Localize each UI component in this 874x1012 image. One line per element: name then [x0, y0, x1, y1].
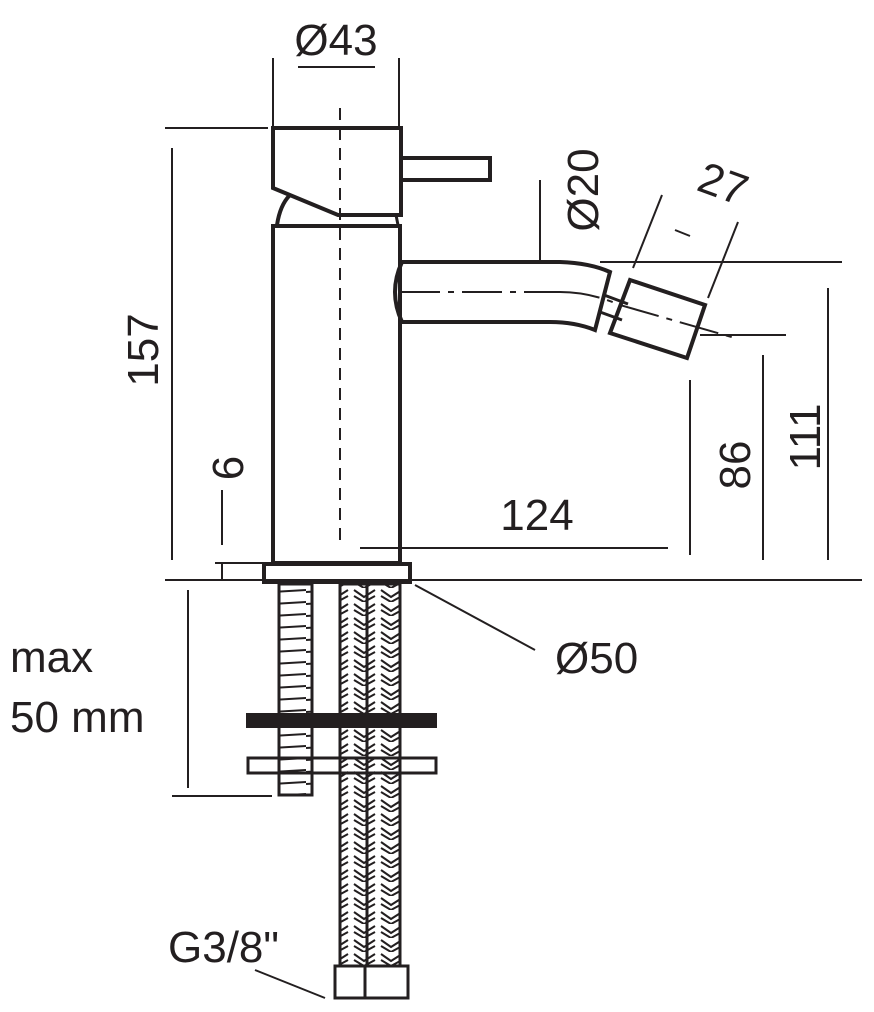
dimension-max-thickness: max 50 mm — [10, 590, 272, 797]
max-thickness-line1: max — [10, 633, 93, 682]
dimension-base-height: 6 — [204, 456, 262, 580]
dimension-spout-height: 111 — [781, 288, 830, 560]
dimension-connection-thread: G3/8" — [168, 923, 326, 999]
max-thickness-line2: 50 mm — [10, 693, 144, 742]
dimension-aerator-length: 27 — [632, 153, 755, 299]
handle — [271, 126, 492, 226]
dimension-spout-reach: 124 — [360, 491, 668, 549]
base-plate — [262, 562, 412, 584]
rubber-gasket — [246, 713, 437, 728]
spout-height-label: 111 — [781, 404, 830, 471]
hose-fittings — [333, 964, 410, 1000]
base-height-label: 6 — [204, 456, 253, 480]
handle-diameter-label: Ø43 — [294, 16, 377, 65]
aerator — [607, 277, 708, 361]
hose-left — [338, 582, 369, 968]
threaded-rod — [277, 582, 314, 797]
dimension-spout-diameter: Ø20 — [539, 148, 608, 262]
connection-thread-label: G3/8" — [168, 923, 279, 972]
spout-diameter-label: Ø20 — [559, 148, 608, 231]
spout-reach-label: 124 — [500, 491, 573, 540]
total-height-label: 157 — [119, 313, 168, 386]
washer — [246, 756, 438, 775]
spout — [393, 260, 736, 361]
dimension-handle-diameter: Ø43 — [272, 16, 400, 126]
base-diameter-label: Ø50 — [555, 634, 638, 683]
dimension-aerator-height: 86 — [711, 355, 764, 560]
dimension-total-height: 157 — [119, 127, 268, 560]
dimension-base-diameter: Ø50 — [414, 584, 638, 683]
aerator-length-label: 27 — [692, 153, 755, 216]
aerator-height-label: 86 — [711, 441, 760, 490]
faucet-body — [271, 224, 402, 565]
hose-right — [365, 582, 402, 968]
